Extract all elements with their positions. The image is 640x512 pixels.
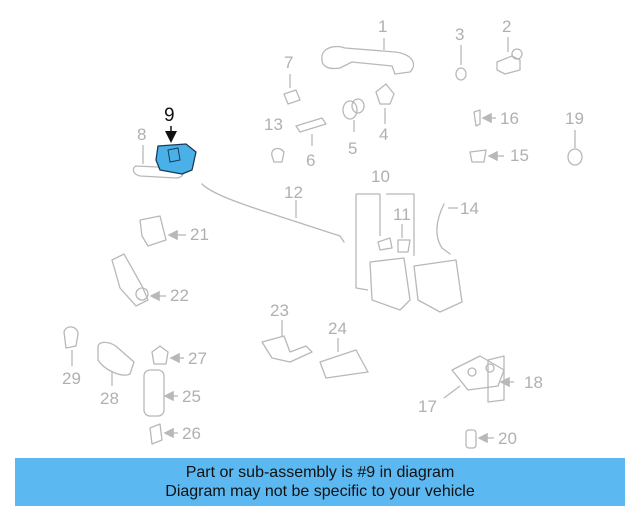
callout-14: 14 xyxy=(460,199,479,218)
callout-24: 24 xyxy=(328,319,347,338)
callout-11: 11 xyxy=(393,205,411,224)
callout-13: 13 xyxy=(264,115,283,134)
part-13-clip xyxy=(271,147,285,163)
part-25-trim xyxy=(143,369,178,417)
callout-21: 21 xyxy=(190,225,209,244)
part-29-grommet xyxy=(63,326,79,366)
callout-26: 26 xyxy=(182,424,201,443)
callout-8: 8 xyxy=(137,125,147,144)
callout-5: 5 xyxy=(348,139,358,158)
banner-line-2: Diagram may not be specific to your vehi… xyxy=(165,483,475,500)
callout-25: 25 xyxy=(182,387,201,406)
callout-28: 28 xyxy=(100,389,119,408)
callout-15: 15 xyxy=(510,146,529,165)
part-24-weatherstrip xyxy=(319,338,369,379)
part-14-rod xyxy=(436,203,458,255)
callout-16: 16 xyxy=(500,109,519,128)
callout-22: 22 xyxy=(170,286,189,305)
part-19-grommet xyxy=(567,130,583,166)
part-17-18-striker xyxy=(443,355,514,403)
part-22-hinge xyxy=(111,253,166,307)
part-9-highlighted xyxy=(155,126,197,175)
callout-19: 19 xyxy=(565,109,584,128)
callout-23: 23 xyxy=(270,301,289,320)
part-16-screw xyxy=(473,109,496,127)
part-20-pad xyxy=(465,429,494,449)
callout-3: 3 xyxy=(455,25,465,44)
callout-17: 17 xyxy=(418,397,437,416)
callout-6: 6 xyxy=(306,151,316,170)
callout-20: 20 xyxy=(498,429,517,448)
part-10-11-lock-assembly xyxy=(355,193,463,313)
part-27-nut xyxy=(151,345,184,365)
parts-diagram xyxy=(63,37,583,449)
callout-29: 29 xyxy=(62,369,81,388)
part-21-bracket xyxy=(139,215,186,247)
callout-18: 18 xyxy=(524,373,543,392)
part-1-outside-handle xyxy=(321,38,415,75)
callout-12: 12 xyxy=(284,183,303,202)
part-15-clip xyxy=(469,149,504,163)
part-7-clip xyxy=(283,74,301,105)
part-28-boot xyxy=(97,341,135,386)
banner-line-1: Part or sub-assembly is #9 in diagram xyxy=(185,464,455,481)
part-12-rod xyxy=(201,183,345,243)
callout-4: 4 xyxy=(379,125,389,144)
part-26-bumper xyxy=(149,423,178,445)
part-6-rod-clip xyxy=(295,117,327,146)
callout-10: 10 xyxy=(371,167,390,186)
callout-1: 1 xyxy=(378,17,388,36)
callout-27: 27 xyxy=(188,349,207,368)
part-5-bushing xyxy=(342,98,365,132)
info-banner: Part or sub-assembly is #9 in diagram Di… xyxy=(15,458,625,506)
part-23-hinge-arm xyxy=(261,320,313,363)
callout-7: 7 xyxy=(284,53,294,72)
part-3-washer xyxy=(455,45,467,81)
callout-2: 2 xyxy=(502,17,512,36)
part-4-clip xyxy=(375,83,395,124)
part-2-lock-cylinder xyxy=(496,37,523,75)
callout-9: 9 xyxy=(164,105,175,126)
